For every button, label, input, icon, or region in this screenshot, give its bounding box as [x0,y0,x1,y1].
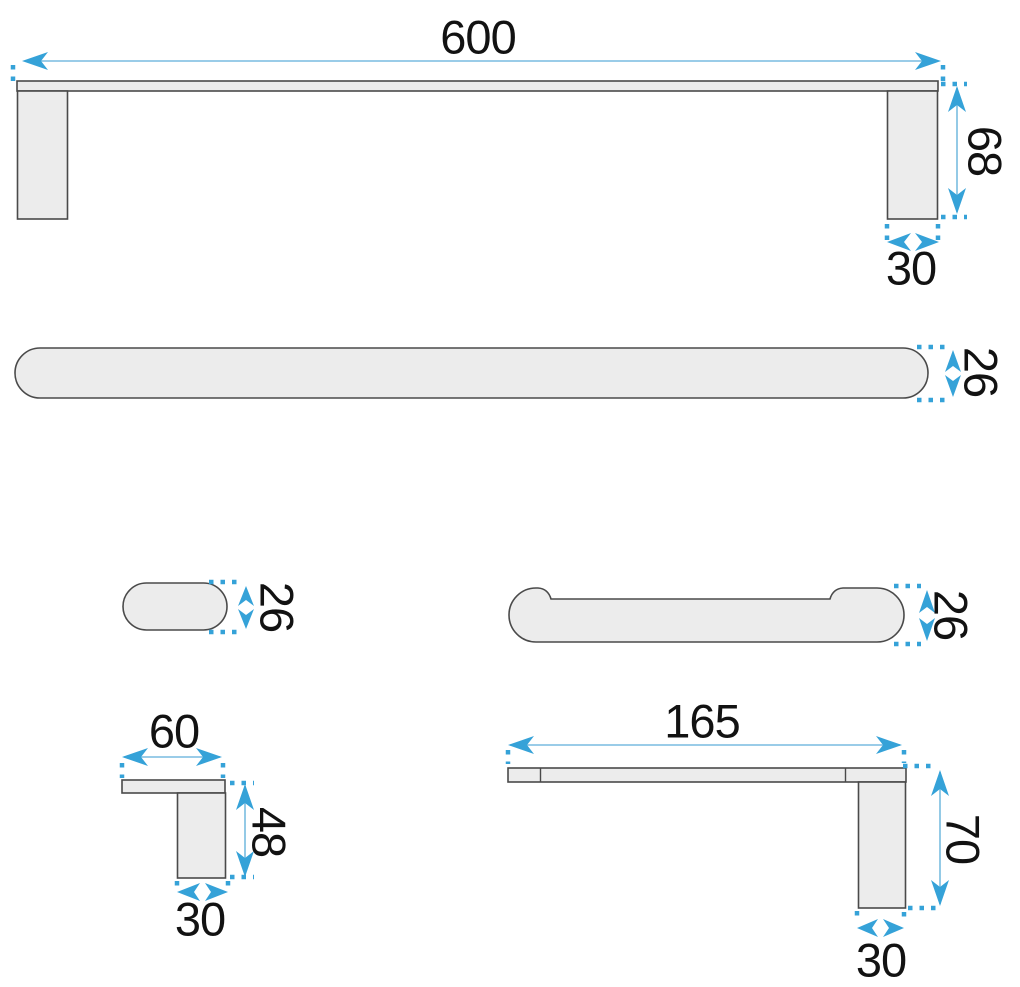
dim-label-cap-thickness: 26 [250,581,304,633]
arrow-down-icon [948,188,966,214]
dim-label-front-leg-width: 30 [885,241,937,295]
dim-label-bracket-leg-width: 30 [174,892,226,946]
arrow-up-icon [948,86,966,112]
front-right-leg [886,90,939,220]
holder-notched-pill [508,587,905,643]
dim-30-side-graphics [854,911,907,937]
dim-26-holder-graphics [894,583,935,647]
arrow-left-icon [122,748,148,766]
arrow-right-icon [205,883,228,901]
dim-70-graphics [903,763,949,911]
dim-label-holder-thickness: 26 [924,589,978,641]
rail-bar [507,767,907,783]
cap-oval [122,582,228,631]
dim-label-bar-thickness: 26 [954,346,1008,398]
dim-label-rail-depth: 165 [664,694,740,748]
arrow-up-icon [931,770,949,796]
dim-label-bracket-height: 48 [242,806,296,858]
dim-68-graphics [941,81,967,220]
arrow-up-icon [945,350,961,372]
wall-cap-shape [122,582,228,631]
front-top-plate [16,80,939,92]
arrow-down-icon [236,851,254,877]
dim-26-oval-graphics [209,579,254,635]
dim-600-graphics [10,52,946,81]
bracket-leg [176,792,227,879]
holder-profile-shape [508,587,905,643]
arrow-left-icon [857,919,878,937]
arrow-down-icon [931,880,949,906]
arrow-down-icon [919,618,935,641]
arrow-left-icon [177,883,200,901]
arrow-down-icon [238,609,254,629]
dim-label-front-width: 600 [440,10,516,64]
dim-30-bracket-graphics [174,881,231,901]
arrow-up-icon [236,784,254,810]
arrow-left-icon [887,233,911,251]
dim-label-rail-height: 70 [936,813,990,865]
dim-165-graphics [505,736,907,764]
bar-pill [14,347,929,399]
rail-side-shape [507,767,907,909]
front-view-shape [16,80,939,220]
arrow-left-icon [22,52,48,70]
dim-label-rail-leg-width: 30 [855,933,907,987]
bracket-side-shape [121,779,227,879]
arrow-right-icon [883,919,904,937]
front-left-leg [16,90,69,220]
dim-26-bar-graphics [917,344,961,403]
bar-profile-shape [14,347,929,399]
arrow-down-icon [945,375,961,397]
arrow-right-icon [196,748,222,766]
dim-30-front-graphics [884,224,941,251]
arrow-up-icon [238,586,254,606]
dim-label-front-height: 68 [958,125,1012,177]
bracket-plate [121,779,226,794]
arrow-right-icon [915,233,939,251]
arrow-right-icon [915,52,941,70]
dim-label-bracket-width: 60 [148,704,200,758]
arrow-right-icon [876,736,902,754]
rail-leg [857,781,907,909]
arrow-left-icon [508,736,534,754]
dim-60-graphics [119,748,226,778]
arrow-up-icon [919,590,935,613]
dim-48-graphics [230,780,254,880]
